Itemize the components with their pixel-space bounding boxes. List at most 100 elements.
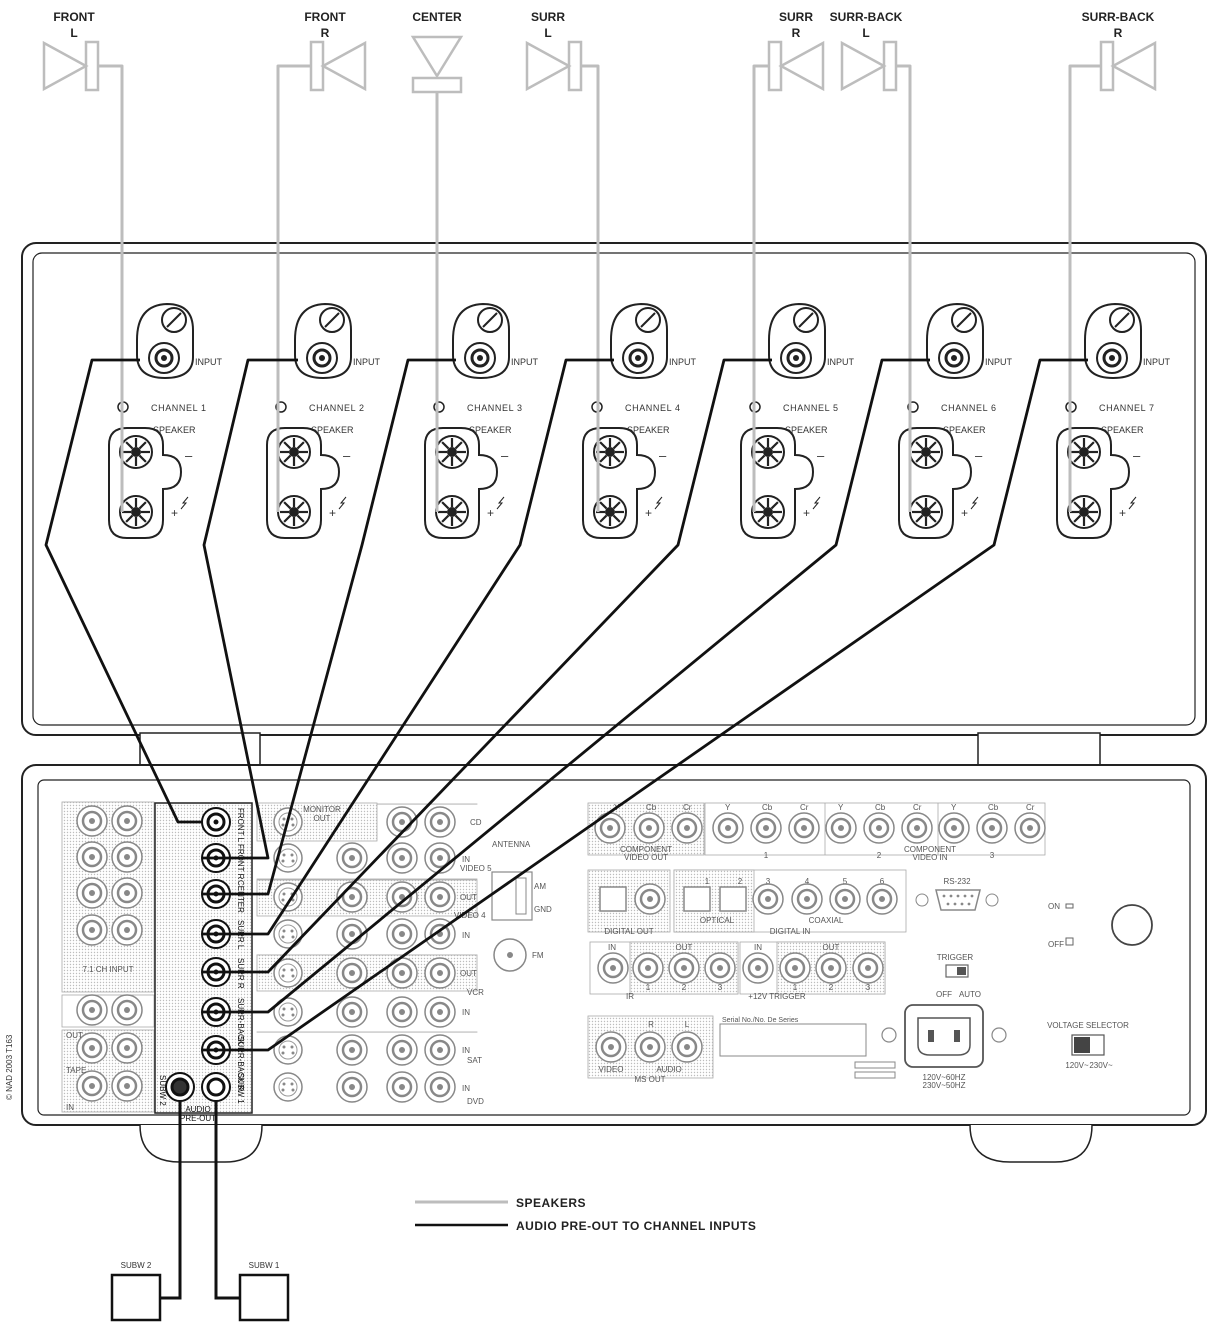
coaxial-out-jack[interactable]	[634, 883, 666, 915]
rca-jack[interactable]	[742, 952, 774, 984]
rca-jack[interactable]	[594, 812, 626, 844]
rca-jack[interactable]	[386, 1034, 418, 1066]
rs232-port[interactable]	[935, 889, 981, 911]
s-video-jack[interactable]	[273, 997, 303, 1027]
rca-jack[interactable]	[752, 883, 784, 915]
rca-jack[interactable]	[386, 842, 418, 874]
ch71-jack[interactable]	[76, 914, 108, 946]
rca-jack[interactable]	[386, 957, 418, 989]
speaker-label: SPEAKER	[1101, 425, 1144, 435]
panel-label: OUT	[823, 943, 840, 952]
s-video-pin	[282, 1007, 286, 1011]
binding-post-knurl	[612, 514, 621, 523]
rca-jack[interactable]	[829, 883, 861, 915]
panel-label: Cr	[1026, 803, 1035, 812]
rca-jack[interactable]	[671, 1031, 703, 1063]
s-video-jack[interactable]	[273, 1072, 303, 1102]
rca-jack[interactable]	[111, 1070, 143, 1102]
s-video-pin	[281, 823, 285, 827]
rca-jack[interactable]	[976, 812, 1008, 844]
rca-jack[interactable]	[424, 806, 456, 838]
preout-jack[interactable]	[201, 807, 231, 837]
panel-label: ON	[1048, 902, 1060, 911]
rca-jack[interactable]	[595, 1031, 627, 1063]
speaker-label-line1: SURR	[531, 10, 565, 24]
rca-jack[interactable]	[76, 1070, 108, 1102]
rca-pin	[725, 825, 731, 831]
binding-post-knurl	[283, 501, 292, 510]
rca-jack[interactable]	[424, 996, 456, 1028]
ch71-jack[interactable]	[76, 805, 108, 837]
rca-pin	[717, 965, 723, 971]
ac-inlet-screw	[881, 1027, 897, 1043]
subw2-jack[interactable]	[165, 1072, 195, 1102]
panel-label: OUT	[314, 814, 331, 823]
rca-jack[interactable]	[825, 812, 857, 844]
rca-jack[interactable]	[815, 952, 847, 984]
rca-jack[interactable]	[336, 957, 368, 989]
rca-jack[interactable]	[424, 842, 456, 874]
rca-jack[interactable]	[424, 881, 456, 913]
panel-label: FM	[532, 951, 544, 960]
optical-in-1-jack[interactable]	[683, 886, 711, 912]
rca-jack[interactable]	[76, 994, 108, 1026]
s-video-jack[interactable]	[273, 1035, 303, 1065]
rca-jack[interactable]	[386, 1071, 418, 1103]
s-video-pin	[291, 823, 295, 827]
rca-jack[interactable]	[863, 812, 895, 844]
rca-jack[interactable]	[424, 957, 456, 989]
optical-in-2-jack[interactable]	[719, 886, 747, 912]
ch71-jack[interactable]	[111, 914, 143, 946]
rca-pin	[437, 894, 443, 900]
rca-jack[interactable]	[336, 996, 368, 1028]
binding-post-knurl	[915, 501, 924, 510]
rca-pin	[763, 825, 769, 831]
rca-jack[interactable]	[336, 842, 368, 874]
ac-inlet-socket	[917, 1017, 971, 1056]
ch71-jack[interactable]	[76, 841, 108, 873]
copyright-note: © NAD 2003 T163	[5, 1034, 14, 1100]
rca-jack[interactable]	[704, 952, 736, 984]
rca-jack[interactable]	[671, 812, 703, 844]
input-jack-pin	[161, 355, 167, 361]
rca-jack[interactable]	[852, 952, 884, 984]
rca-jack[interactable]	[386, 918, 418, 950]
rca-jack[interactable]	[336, 881, 368, 913]
rca-jack[interactable]	[938, 812, 970, 844]
ch71-jack[interactable]	[111, 877, 143, 909]
rca-jack[interactable]	[866, 883, 898, 915]
power-button[interactable]	[1111, 904, 1153, 946]
rca-jack[interactable]	[111, 1032, 143, 1064]
rca-jack[interactable]	[424, 1034, 456, 1066]
rca-jack[interactable]	[750, 812, 782, 844]
rca-jack[interactable]	[901, 812, 933, 844]
rca-jack[interactable]	[634, 1031, 666, 1063]
s-video-pin	[291, 974, 295, 978]
rca-jack[interactable]	[788, 812, 820, 844]
s-video-jack[interactable]	[273, 919, 303, 949]
rca-jack[interactable]	[779, 952, 811, 984]
rca-jack[interactable]	[386, 996, 418, 1028]
rca-jack[interactable]	[336, 1034, 368, 1066]
rca-jack[interactable]	[668, 952, 700, 984]
subw1-jack[interactable]	[201, 1072, 231, 1102]
rca-jack[interactable]	[111, 994, 143, 1026]
ch71-jack[interactable]	[111, 805, 143, 837]
rca-jack[interactable]	[76, 1032, 108, 1064]
rca-jack[interactable]	[386, 881, 418, 913]
rca-jack[interactable]	[336, 1071, 368, 1103]
rs232-pin	[970, 894, 974, 898]
rca-jack[interactable]	[632, 952, 664, 984]
rca-jack[interactable]	[712, 812, 744, 844]
input-label: INPUT	[827, 357, 855, 367]
rca-jack[interactable]	[633, 812, 665, 844]
ch71-jack[interactable]	[76, 877, 108, 909]
ch71-jack[interactable]	[111, 841, 143, 873]
plus-terminal-label: +	[171, 506, 178, 520]
rca-jack[interactable]	[791, 883, 823, 915]
rca-jack[interactable]	[424, 1071, 456, 1103]
rca-jack[interactable]	[1014, 812, 1046, 844]
optical-out-jack[interactable]	[599, 886, 627, 912]
s-video-jack[interactable]	[273, 958, 303, 988]
rca-jack[interactable]	[597, 952, 629, 984]
